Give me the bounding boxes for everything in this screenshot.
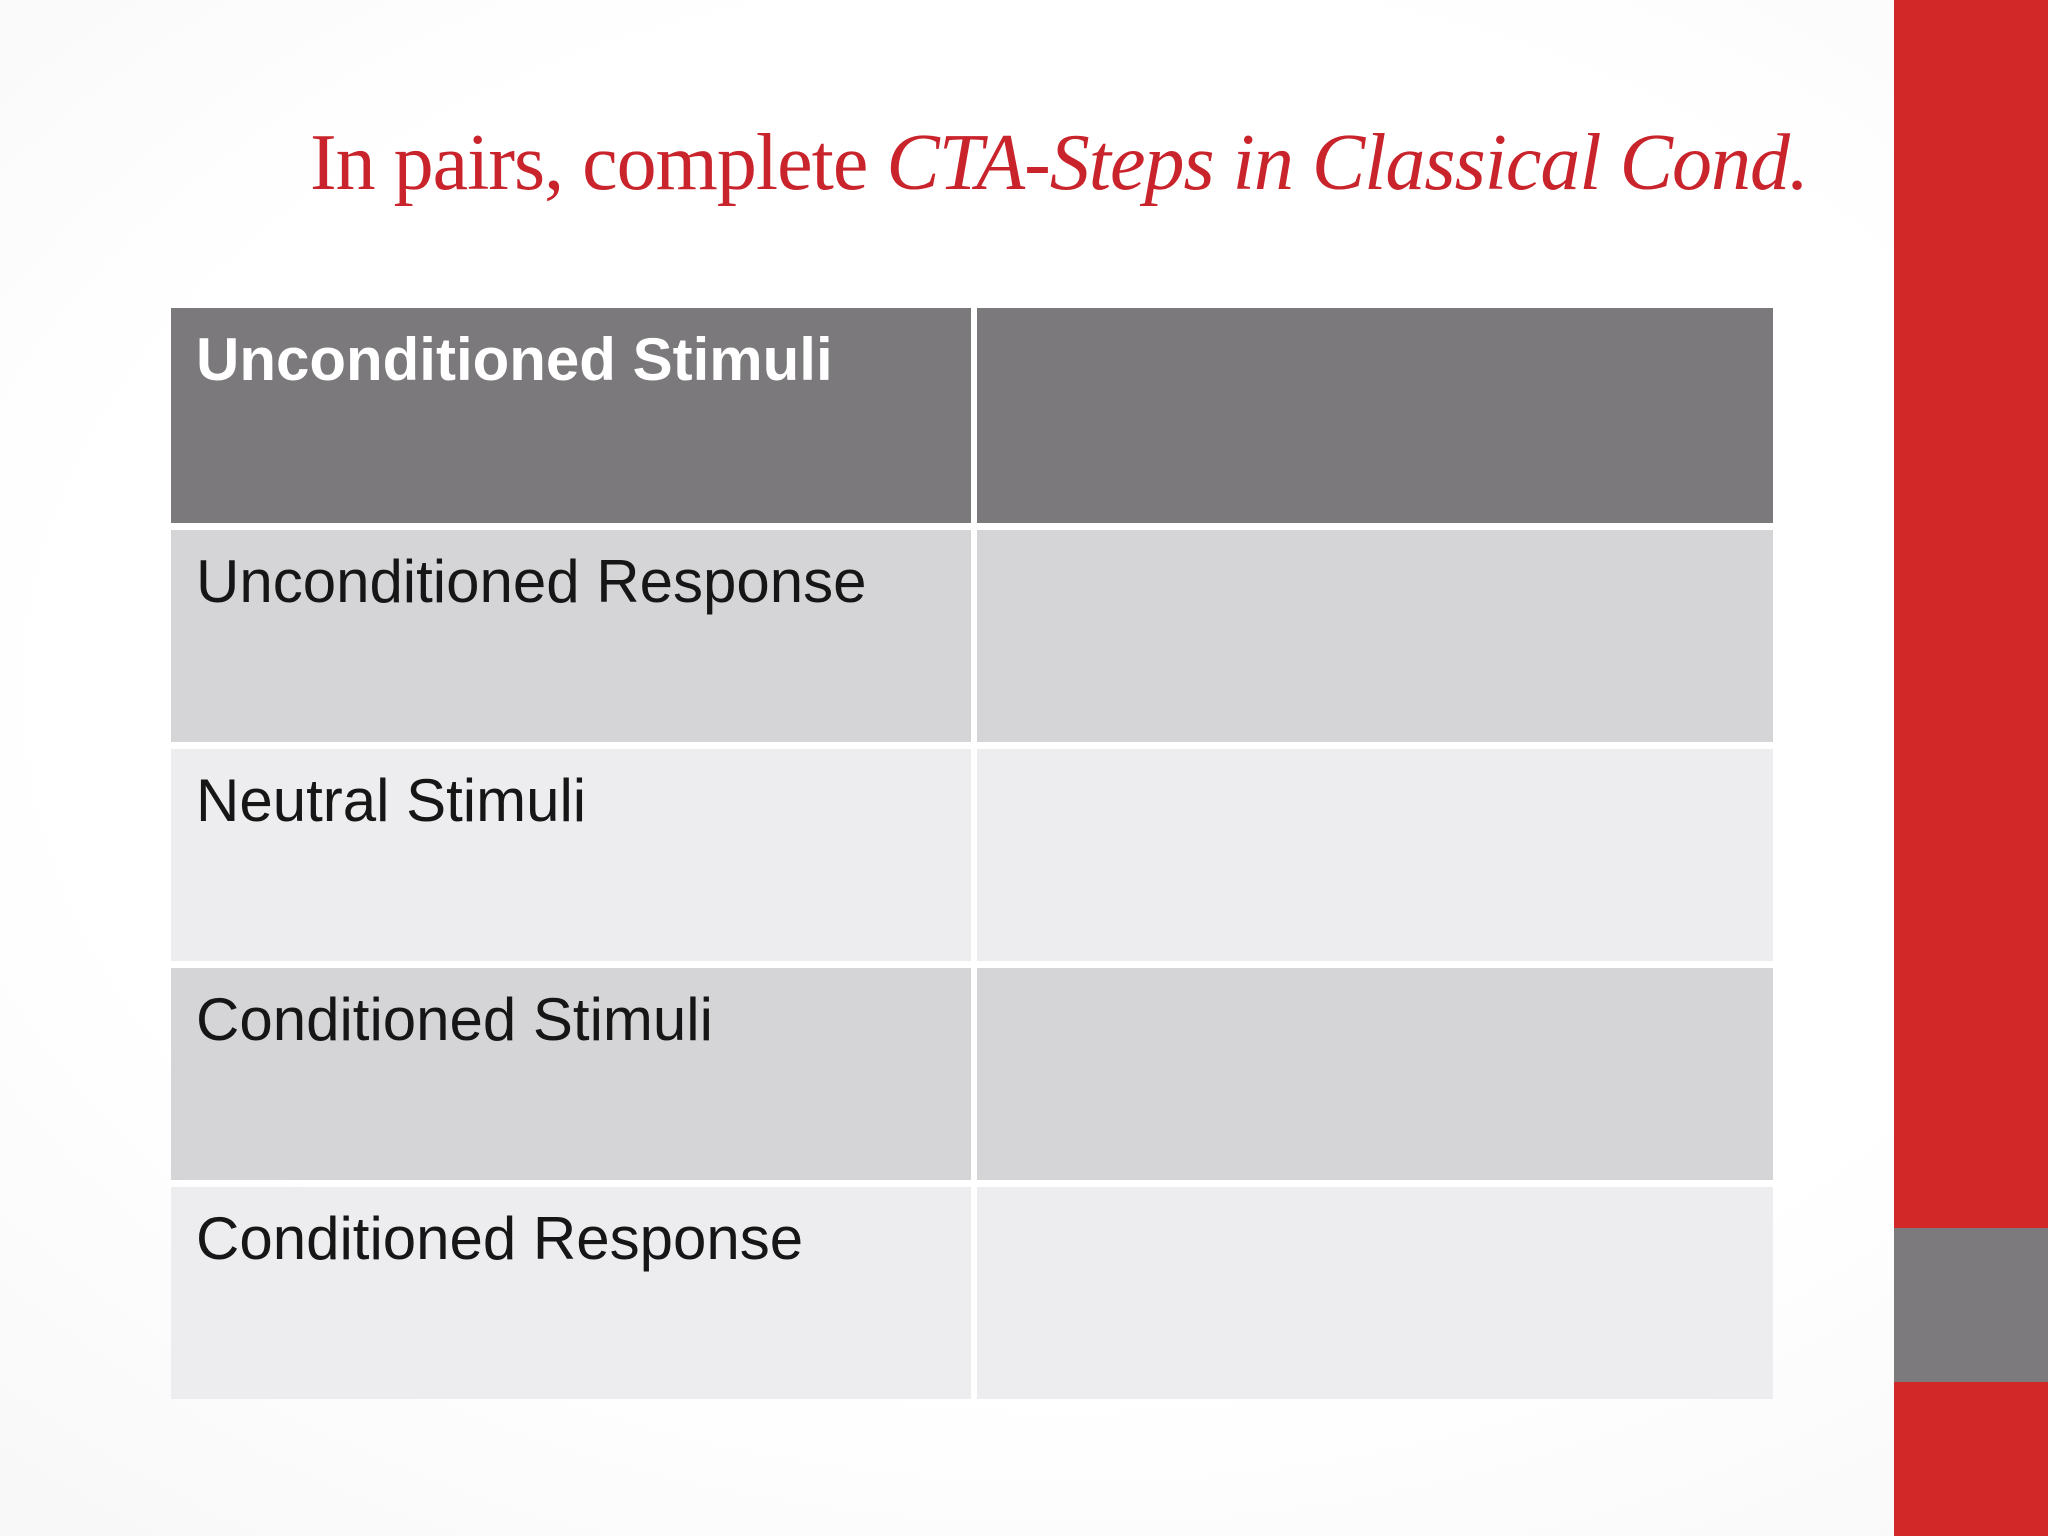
row-value-conditioned-stimuli [977,968,1773,1180]
row-label-neutral-stimuli: Neutral Stimuli [171,749,971,961]
title-prefix: In pairs, complete [309,119,887,207]
row-value-unconditioned-response [977,530,1773,742]
right-accent-gray-square [1894,1228,2048,1382]
row-label-conditioned-stimuli: Conditioned Stimuli [171,968,971,1180]
table-header-label-cell: Unconditioned Stimuli [171,308,971,523]
conditioning-table: Unconditioned Stimuli Unconditioned Resp… [171,308,1773,1399]
row-value-neutral-stimuli [977,749,1773,961]
row-label-unconditioned-response: Unconditioned Response [171,530,971,742]
title-emphasis: CTA-Steps in Classical Cond. [886,119,1809,207]
slide-title: In pairs, complete CTA-Steps in Classica… [0,118,2048,209]
row-value-conditioned-response [977,1187,1773,1399]
row-label-conditioned-response: Conditioned Response [171,1187,971,1399]
table-header-value-cell [977,308,1773,523]
